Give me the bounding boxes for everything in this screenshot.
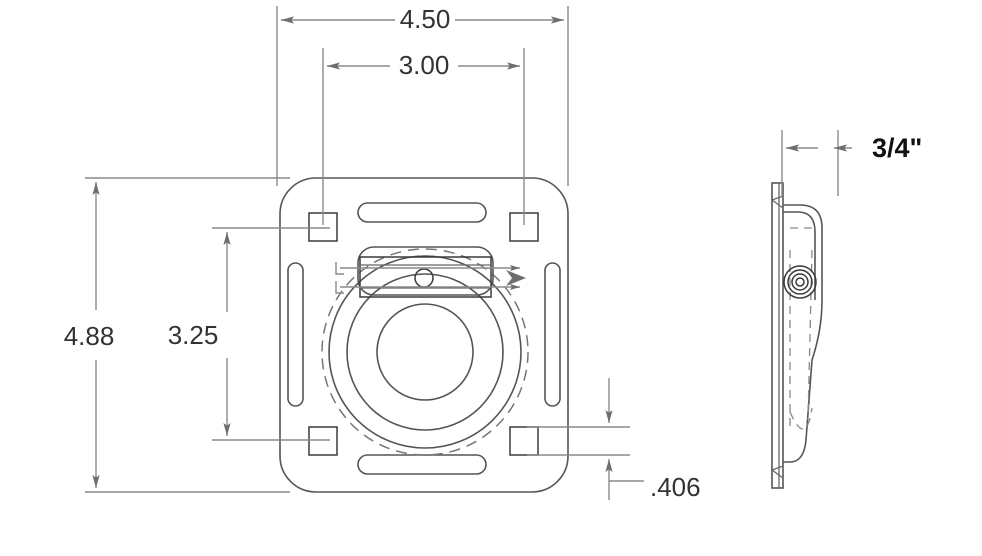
dimension-3-25: 3.25 (168, 227, 330, 441)
side-boss-inner (791, 273, 809, 291)
side-body-back (783, 211, 816, 300)
dim-label-4-88: 4.88 (64, 321, 115, 351)
corner-hole-bottom-left (308, 426, 338, 456)
dimension-4-88: 4.88 (64, 177, 290, 493)
side-boss-mid (787, 269, 813, 295)
plate-outline (279, 177, 569, 493)
front-view (279, 177, 569, 493)
d-ring-outer (357, 246, 494, 296)
side-hidden-bottom-arc (789, 407, 813, 430)
base-ring-outer (328, 255, 522, 449)
dim-label-3-4-inch: 3/4" (872, 133, 922, 163)
side-boss-outer (783, 265, 817, 299)
bail-dim-tick-left-upper (335, 262, 344, 275)
dim-label-3-00: 3.00 (399, 50, 450, 80)
dim-label-4-50: 4.50 (400, 4, 451, 34)
dimension-4-50: 4.50 (276, 4, 569, 186)
d-ring-pin-hole (414, 268, 434, 288)
side-body-profile (783, 204, 823, 463)
dimension-0-406: .406 (527, 378, 701, 502)
slot-bottom (357, 454, 487, 475)
slot-top (357, 202, 487, 223)
side-view (770, 182, 823, 489)
side-tab-top (770, 195, 784, 210)
side-boss-center (795, 277, 805, 287)
base-ring-inner (346, 273, 504, 431)
recess-hidden-circle (321, 248, 529, 456)
slot-right (544, 262, 561, 407)
center-boss-circle (376, 303, 474, 401)
bail-dim-arrow-right-cluster (506, 270, 526, 286)
dim-label-3-25: 3.25 (168, 320, 219, 350)
side-plate-edge (771, 182, 784, 489)
bail-dim-tick-left-lower (335, 281, 344, 294)
slot-left (287, 262, 304, 407)
d-ring-bar (359, 256, 492, 298)
dimension-3-00: 3.00 (322, 48, 525, 225)
dimension-three-quarter-inch: 3/4" (781, 130, 922, 196)
side-tab-bottom (770, 465, 784, 480)
corner-hole-bottom-right (509, 426, 539, 456)
dim-label-0-406: .406 (650, 472, 701, 502)
